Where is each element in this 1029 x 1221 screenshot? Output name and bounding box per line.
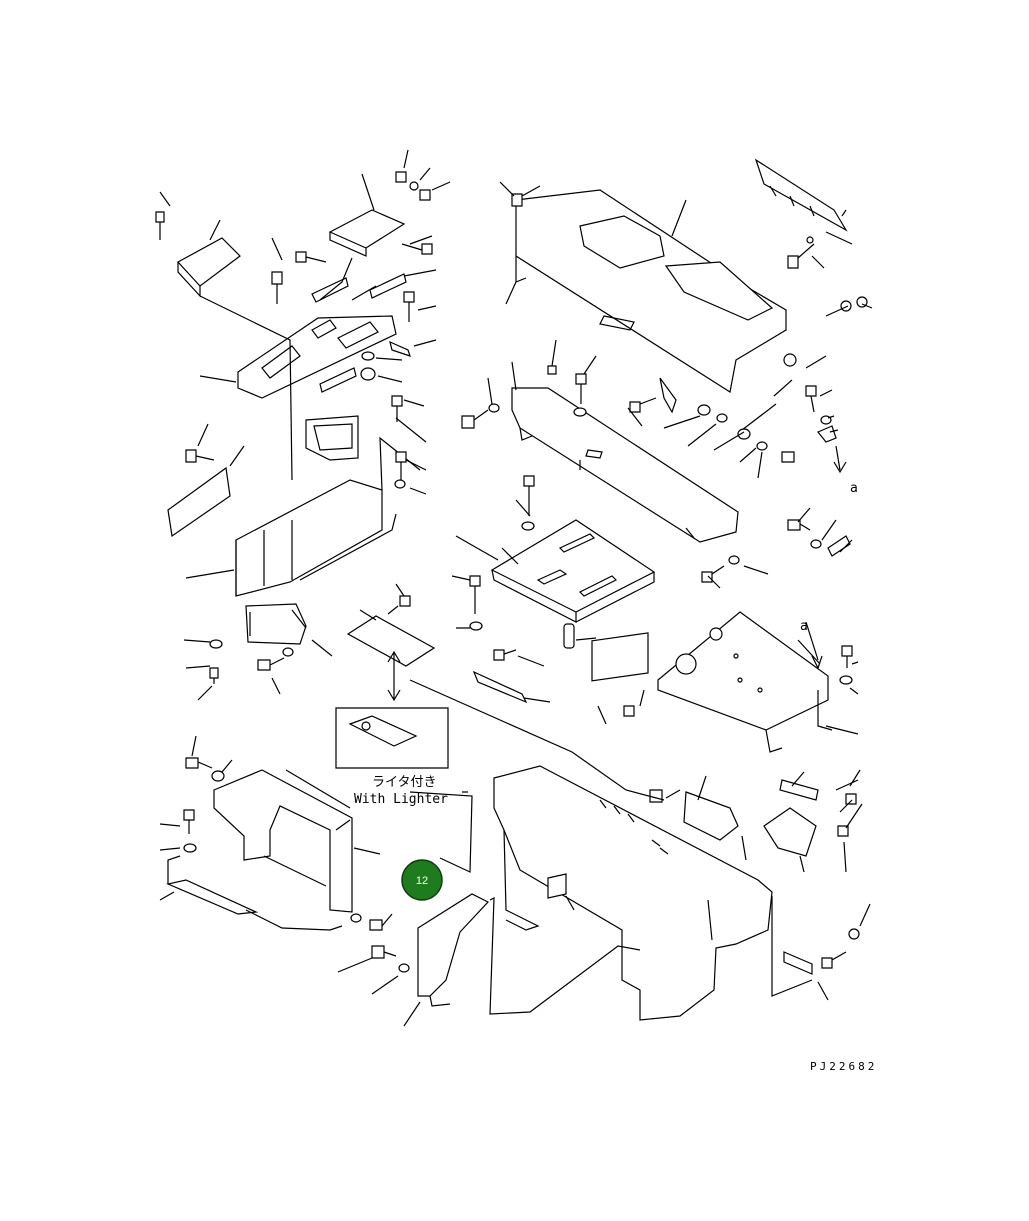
lighter-variant-box (336, 708, 448, 768)
callout-number[interactable]: 12 (416, 875, 428, 887)
reference-letters: a a (800, 481, 858, 634)
lighter-label-english: With Lighter (354, 792, 448, 807)
lower-main-frame (494, 766, 859, 1020)
lower-left-panel (168, 758, 488, 1006)
top-cover-assembly (512, 160, 867, 392)
mid-beam-assembly (462, 354, 850, 582)
reference-letter-a-top: a (850, 481, 858, 496)
leader-lines (160, 150, 872, 1026)
left-console-frame (156, 172, 432, 684)
right-plate-assembly (658, 612, 852, 752)
part-callout-12[interactable]: 12 (402, 860, 442, 900)
reference-letter-a-plate: a (800, 619, 808, 634)
lighter-label-japanese: ライタ付き (372, 775, 436, 790)
callout-circle[interactable] (402, 860, 442, 900)
center-plate-assembly (470, 476, 654, 702)
lighter-bracket (336, 596, 648, 768)
drawing-code: PJ22682 (810, 1060, 877, 1073)
